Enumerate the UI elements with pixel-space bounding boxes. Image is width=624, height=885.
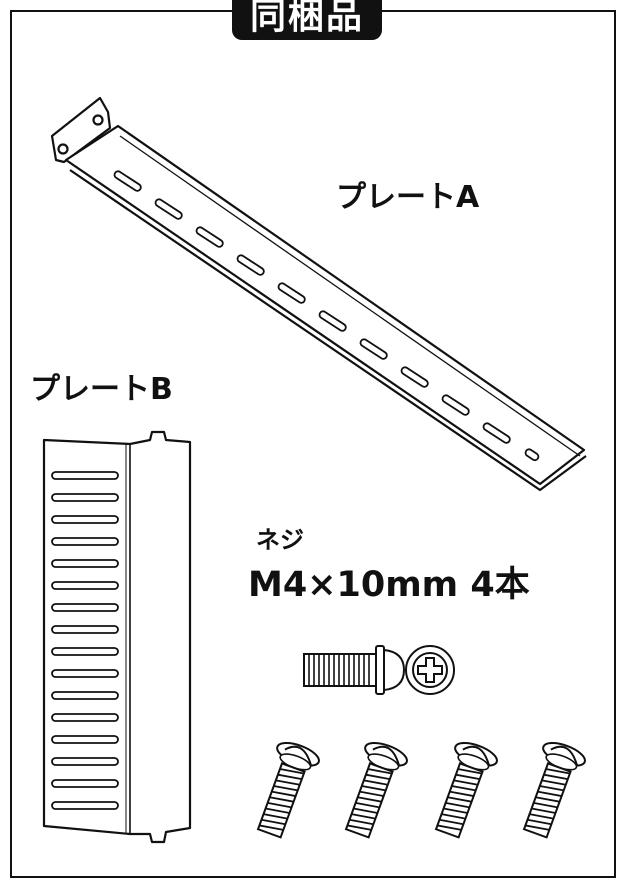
plate-a-slot bbox=[318, 310, 347, 332]
plate-b-slot bbox=[51, 669, 119, 678]
plate-a-slot bbox=[236, 254, 265, 276]
plate-b-slot bbox=[51, 801, 119, 810]
plate-b-slot bbox=[51, 757, 119, 766]
diagram-frame bbox=[10, 10, 616, 878]
plate-a-slot bbox=[359, 338, 388, 360]
screw-head-front-view bbox=[405, 645, 455, 695]
plate-b-label: プレートB bbox=[30, 372, 173, 407]
plate-a-slot bbox=[441, 394, 470, 416]
plate-a-body bbox=[64, 124, 586, 486]
plate-a-bracket-hole bbox=[57, 143, 69, 155]
plate-a-slot bbox=[195, 226, 224, 248]
plate-a-slot bbox=[482, 422, 511, 444]
plate-a-slot bbox=[113, 170, 142, 192]
screw-diagonal-3 bbox=[435, 737, 501, 839]
phillips-cross-icon bbox=[417, 657, 443, 683]
title-tab: 同梱品 bbox=[232, 0, 382, 40]
frame-top-edge-right bbox=[382, 10, 616, 12]
screw-diagonal-2 bbox=[345, 737, 411, 839]
plate-a-fold-line bbox=[119, 135, 581, 457]
screw-side-thread-lines bbox=[308, 654, 370, 686]
plate-b-slot bbox=[51, 735, 119, 744]
plate-a-slot bbox=[277, 282, 306, 304]
plate-b-slots bbox=[51, 471, 119, 810]
plate-a-slot bbox=[154, 198, 183, 220]
plate-b-slot bbox=[51, 603, 119, 612]
plate-a-illustration bbox=[50, 96, 587, 492]
plate-b-slot bbox=[51, 647, 119, 656]
plate-a-slot bbox=[400, 366, 429, 388]
screw-side-head bbox=[383, 648, 406, 692]
frame-top-edge-left bbox=[10, 10, 232, 12]
plate-b-slot bbox=[51, 779, 119, 788]
screw-name-label: ネジ bbox=[256, 526, 304, 554]
plate-a-slot bbox=[524, 448, 540, 462]
plate-b-slot bbox=[51, 559, 119, 568]
screw-diagonal-1 bbox=[257, 737, 323, 839]
screw-spec-label: M4×10mm 4本 bbox=[248, 565, 530, 605]
plate-b-slot bbox=[51, 691, 119, 700]
plate-a-lower-edge bbox=[69, 169, 587, 492]
plate-b-slot bbox=[51, 625, 119, 634]
screw-diagonal-4 bbox=[523, 737, 589, 839]
screw-side-washer bbox=[375, 645, 385, 695]
plate-b-slot bbox=[51, 471, 119, 480]
plate-b-slot bbox=[51, 515, 119, 524]
screw-side-view bbox=[303, 645, 406, 695]
plate-a-label: プレートA bbox=[336, 180, 480, 215]
plate-b-slot bbox=[51, 537, 119, 546]
plate-b-slot bbox=[51, 581, 119, 590]
plate-a-bracket-hole-2 bbox=[92, 114, 104, 126]
plate-b-slot bbox=[51, 493, 119, 502]
plate-b-slot bbox=[51, 713, 119, 722]
plate-a-slots bbox=[113, 170, 540, 462]
plate-b-illustration bbox=[42, 430, 192, 844]
